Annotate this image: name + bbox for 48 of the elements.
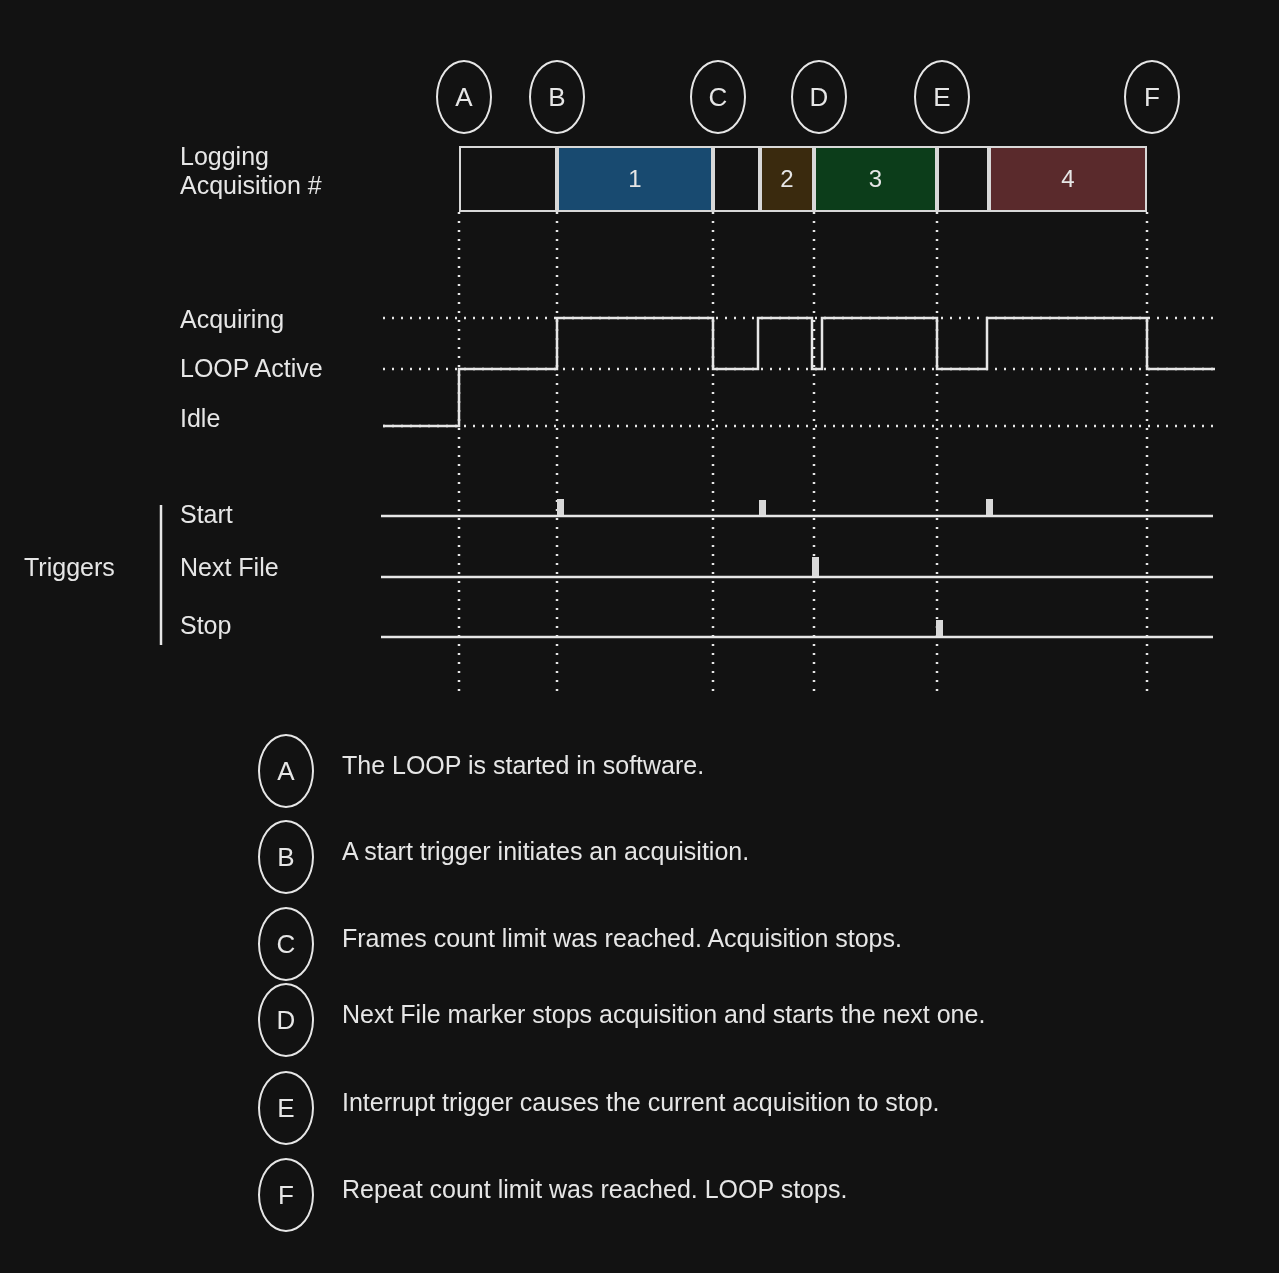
empty-segment (937, 146, 989, 212)
row-label: Start (180, 500, 233, 529)
marker-circle (529, 60, 585, 134)
marker-circle (258, 820, 314, 894)
marker-circle (690, 60, 746, 134)
marker-circle (258, 1158, 314, 1232)
marker-letter: D (809, 81, 829, 113)
row-label: LOOP Active (180, 354, 323, 383)
marker-letter: B (548, 81, 566, 113)
acquisition-number: 3 (868, 165, 883, 193)
marker-circle (258, 734, 314, 808)
marker-letter: A (455, 81, 473, 113)
acquisition-segment (557, 146, 713, 212)
note-text: Repeat count limit was reached. LOOP stops. (342, 1175, 848, 1204)
marker-letter: B (277, 841, 295, 873)
acquisition-segment (814, 146, 937, 212)
group-label: Triggers (24, 553, 115, 582)
marker-letter: D (276, 1004, 296, 1036)
marker-circle (258, 983, 314, 1057)
acquisition-number: 2 (780, 165, 794, 193)
acquisition-number: 1 (628, 165, 642, 193)
marker-letter: C (276, 928, 296, 960)
row-label: Stop (180, 611, 232, 640)
note-text: The LOOP is started in software. (342, 751, 705, 780)
row-label: Next File (180, 553, 279, 582)
note-text: Interrupt trigger causes the current acquisition to stop. (342, 1088, 940, 1117)
marker-circle (258, 1071, 314, 1145)
acquisition-segment (989, 146, 1147, 212)
marker-letter: E (277, 1092, 295, 1124)
acquisition-segment (760, 146, 814, 212)
row-label: Idle (180, 404, 221, 433)
marker-letter: A (277, 755, 295, 787)
marker-circle (914, 60, 970, 134)
note-text: Next File marker stops acquisition and starts the next one. (342, 1000, 986, 1029)
marker-letter: F (278, 1179, 294, 1211)
marker-circle (436, 60, 492, 134)
acquisition-number: 4 (1061, 165, 1075, 193)
note-text: Frames count limit was reached. Acquisition stops. (342, 924, 902, 953)
marker-letter: F (1144, 81, 1160, 113)
empty-segment (713, 146, 760, 212)
marker-circle (791, 60, 847, 134)
note-text: A start trigger initiates an acquisition. (342, 837, 750, 866)
row-label: Logging Acquisition # (180, 142, 323, 200)
marker-letter: C (708, 81, 728, 113)
marker-circle (258, 907, 314, 981)
marker-letter: E (933, 81, 951, 113)
row-label: Acquiring (180, 305, 285, 334)
marker-circle (1124, 60, 1180, 134)
